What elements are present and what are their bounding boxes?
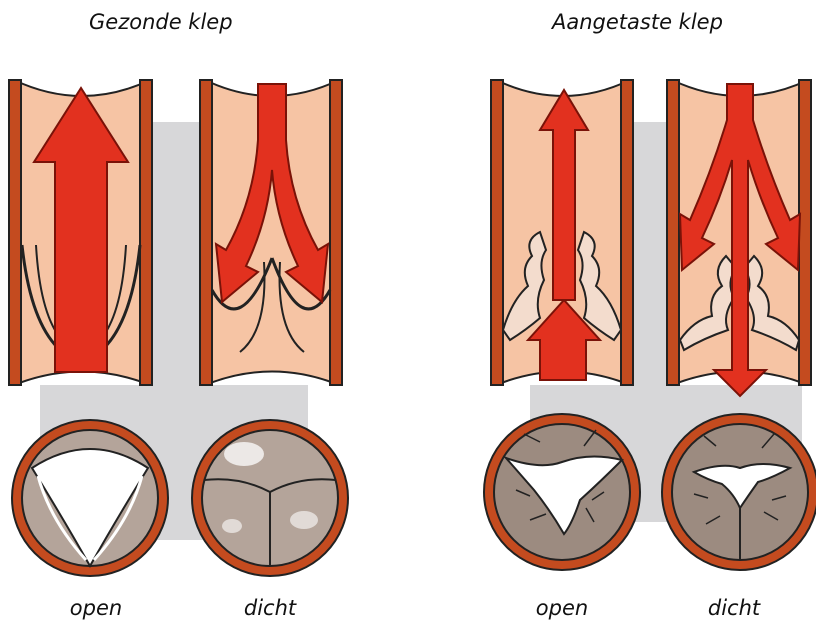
affected-open-caption: open — [502, 596, 622, 620]
affected-closed-caption: dicht — [674, 596, 794, 620]
affected-closed-vessel — [667, 80, 811, 396]
healthy-open-caption: open — [36, 596, 156, 620]
healthy-closed-vessel — [200, 80, 342, 385]
affected-open-vessel — [491, 80, 633, 385]
healthy-open-valve-top-view — [12, 420, 168, 576]
affected-open-valve-top-view — [484, 414, 640, 570]
affected-closed-valve-top-view — [662, 414, 816, 570]
healthy-closed-caption: dicht — [210, 596, 330, 620]
healthy-closed-valve-top-view — [192, 420, 348, 576]
healthy-open-vessel — [9, 80, 152, 385]
